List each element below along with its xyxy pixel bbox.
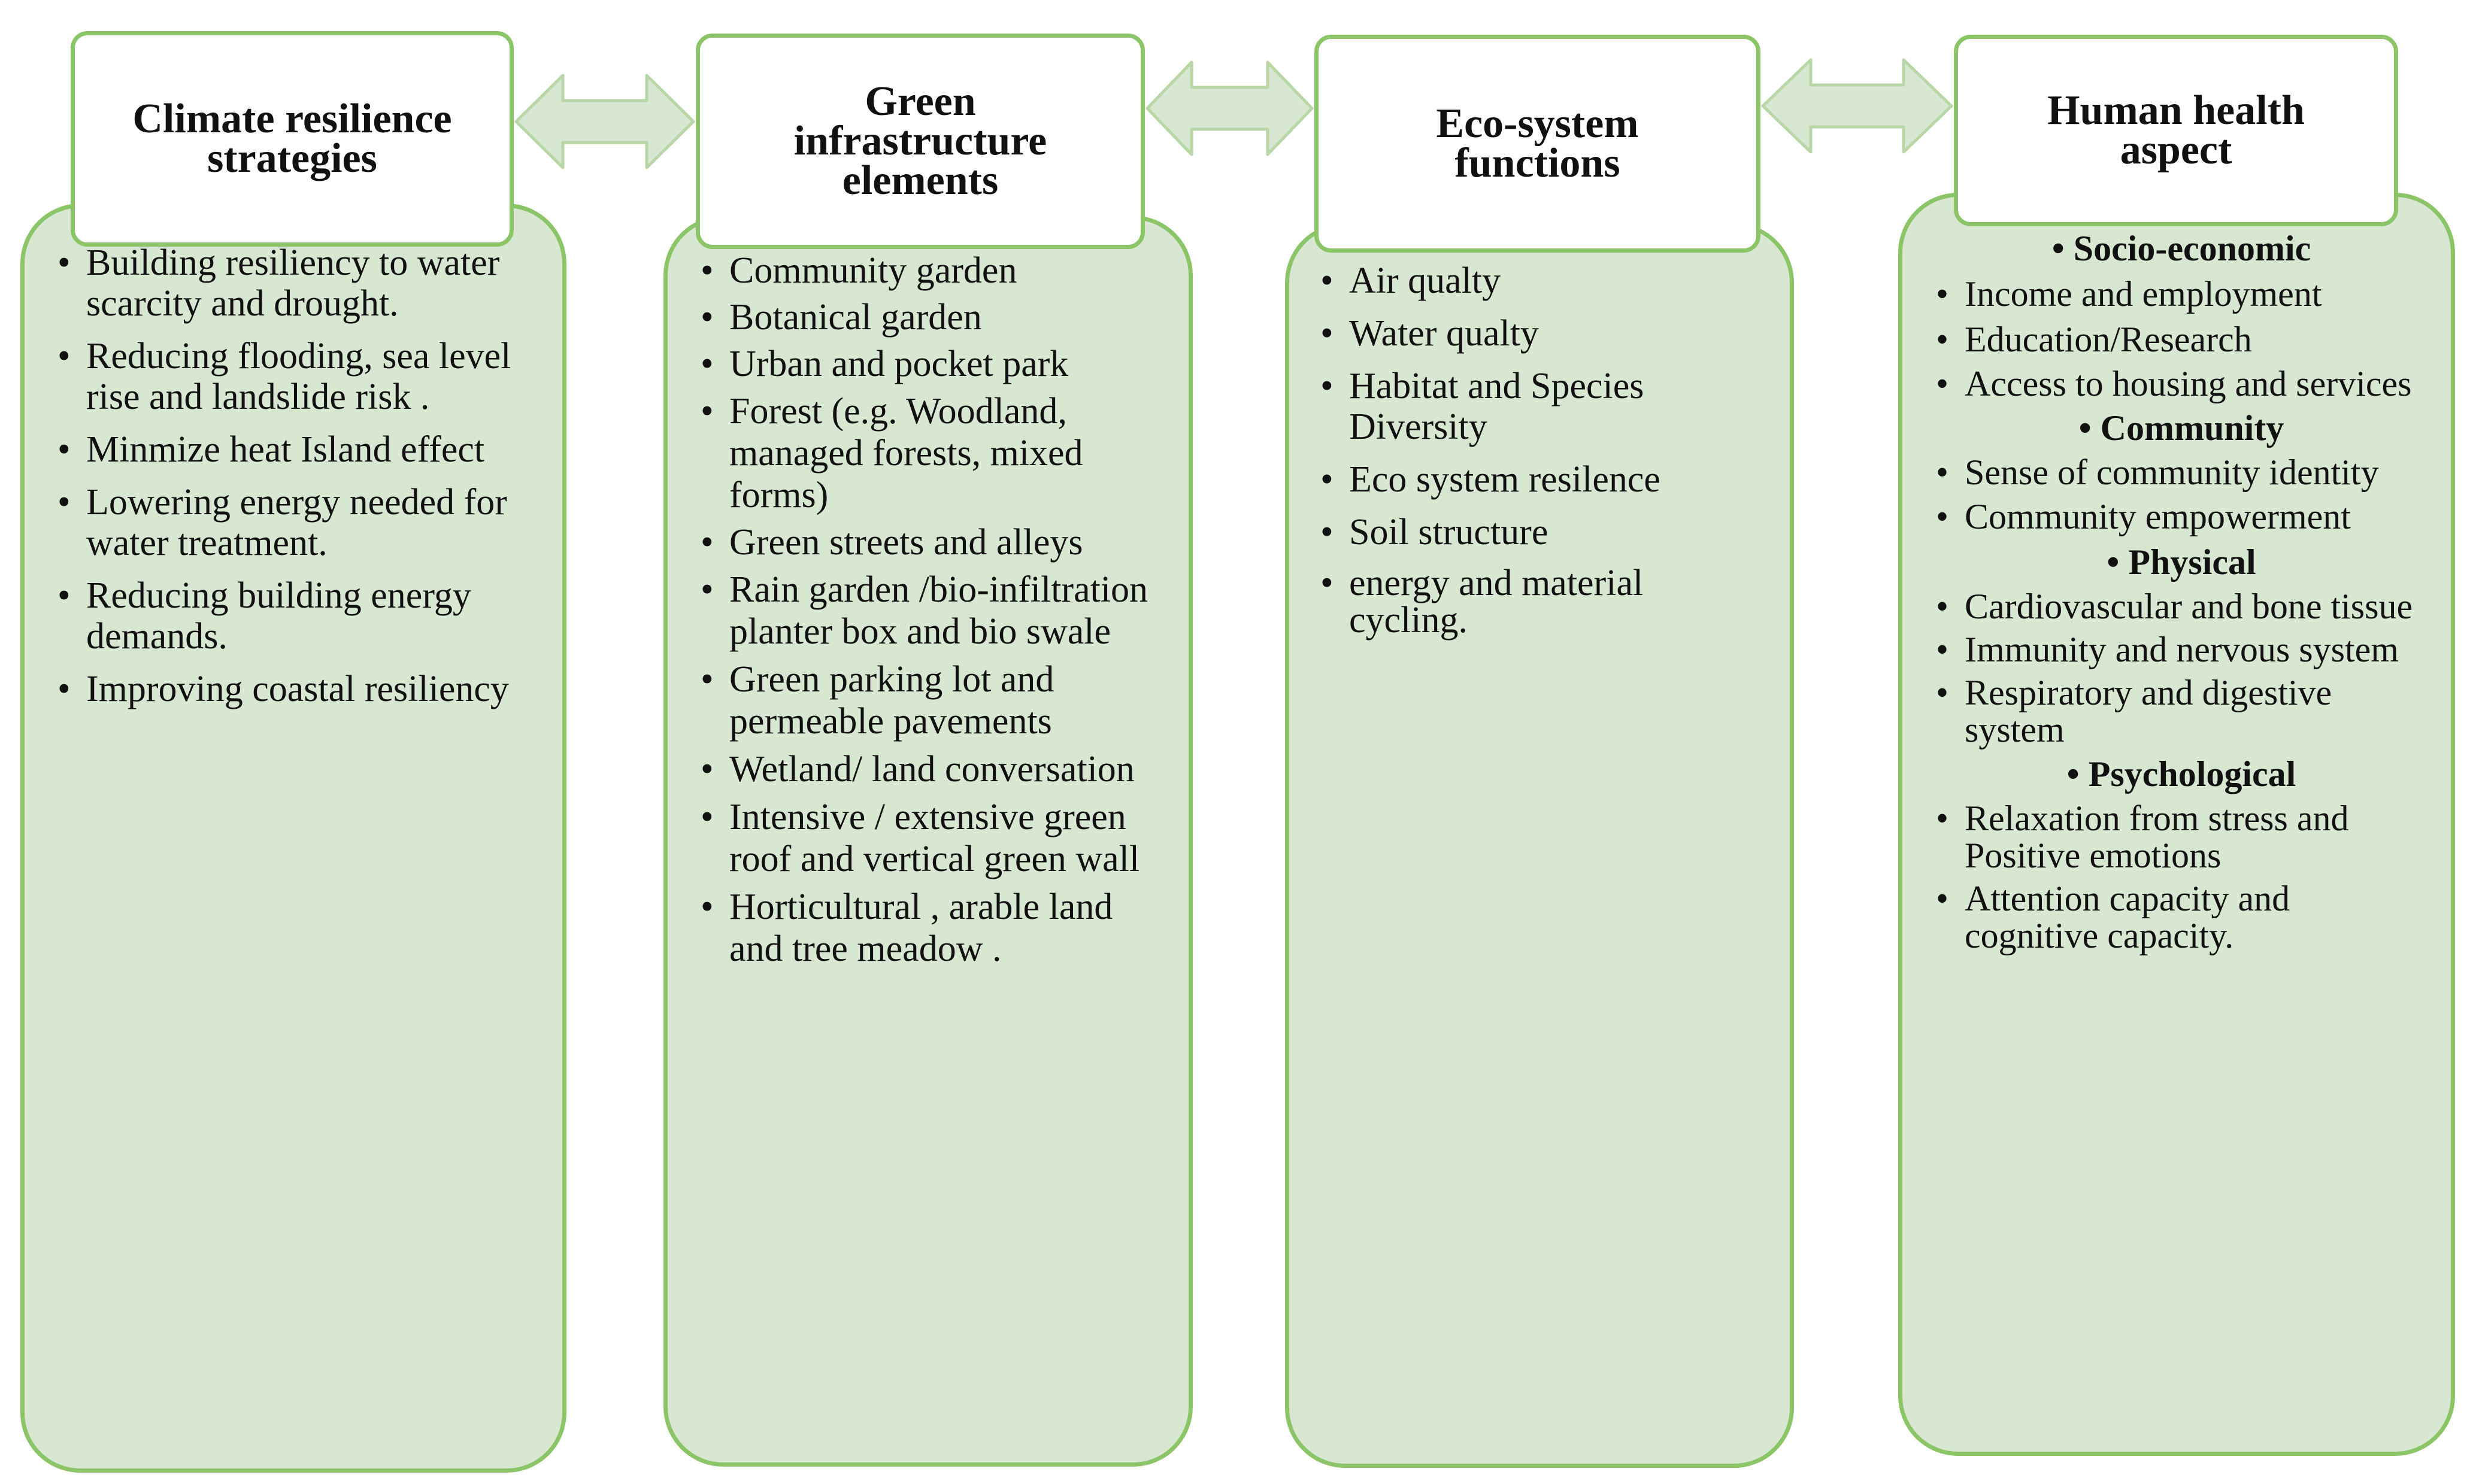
list-item: Lowering energy needed for water treatme… xyxy=(57,482,537,563)
list-item: Soil structure xyxy=(1320,512,1763,553)
list-item: Urban and pocket park xyxy=(701,344,1162,384)
list-item: Eco system resilence xyxy=(1320,459,1763,500)
list-item: Green streets and alleys xyxy=(701,522,1162,563)
list-item: Cardiovascular and bone tissue xyxy=(1936,588,2427,625)
list-item: Forest (e.g. Woodland, managed forests, … xyxy=(701,390,1162,516)
list-item: Reducing building energy demands. xyxy=(57,575,537,657)
double-arrow-shape xyxy=(1145,60,1314,156)
list-item: Education/Research xyxy=(1936,320,2427,359)
header-line: Green xyxy=(865,78,976,125)
list-item: Reducing flooding, sea level rise and la… xyxy=(57,336,537,417)
header-line: strategies xyxy=(207,135,377,181)
double-arrow-icon xyxy=(514,74,695,169)
human-health-header: Human health aspect xyxy=(1954,35,2398,226)
list-item: Attention capacity and cognitive capacit… xyxy=(1936,880,2427,954)
list-item: Access to housing and services xyxy=(1936,365,2427,402)
list-item: Community garden xyxy=(701,250,1162,291)
list-item: Respiratory and digestive system xyxy=(1936,674,2427,748)
header-line: infrastructure xyxy=(793,118,1047,164)
section-heading-psychological: Psychological xyxy=(1936,754,2427,794)
double-arrow-shape xyxy=(514,74,695,169)
list-item: Water qualty xyxy=(1320,313,1763,354)
list-item: Sense of community identity xyxy=(1936,454,2427,491)
climate-resilience-list: Building resiliency to water scarcity an… xyxy=(57,242,537,721)
header-line: functions xyxy=(1454,140,1620,186)
ecosystem-functions-header: Eco-system functions xyxy=(1314,35,1760,253)
list-item: Rain garden /bio-infiltration planter bo… xyxy=(701,569,1162,653)
climate-resilience-header: Climate resilience strategies xyxy=(71,31,514,247)
double-arrow-icon xyxy=(1145,60,1314,156)
list-item: Minmize heat Island effect xyxy=(57,429,537,470)
list-item: Immunity and nervous system xyxy=(1936,631,2427,668)
list-item: Habitat and Species Diversity xyxy=(1320,366,1763,447)
list-item: Improving coastal resiliency xyxy=(57,669,537,709)
header-line: Human health xyxy=(2047,87,2305,133)
section-heading-socio-economic: Socio-economic xyxy=(1936,229,2427,268)
list-item: Green parking lot and permeable pavement… xyxy=(701,658,1162,742)
list-item: energy and material cycling. xyxy=(1320,565,1763,639)
double-arrow-icon xyxy=(1761,58,1953,154)
human-health-list: Socio-economic Income and employment Edu… xyxy=(1936,229,2427,960)
list-item: Community empowerment xyxy=(1936,497,2427,536)
list-item: Intensive / extensive green roof and ver… xyxy=(701,796,1162,880)
list-item: Building resiliency to water scarcity an… xyxy=(57,242,537,324)
list-item: Income and employment xyxy=(1936,274,2427,314)
list-item: Air qualty xyxy=(1320,260,1763,301)
list-item: Horticultural , arable land and tree mea… xyxy=(701,886,1162,970)
list-item: Wetland/ land conversation xyxy=(701,748,1162,790)
ecosystem-functions-list: Air qualty Water qualty Habitat and Spec… xyxy=(1320,260,1763,651)
list-item: Botanical garden xyxy=(701,297,1162,338)
double-arrow-shape xyxy=(1761,58,1953,154)
header-line: aspect xyxy=(2120,127,2232,173)
section-heading-physical: Physical xyxy=(1936,542,2427,582)
green-infrastructure-list: Community garden Botanical garden Urban … xyxy=(701,250,1162,976)
header-line: Climate resilience xyxy=(132,96,452,142)
header-line: elements xyxy=(842,157,999,204)
list-item: Relaxation from stress and Positive emot… xyxy=(1936,800,2427,874)
header-line: Eco-system xyxy=(1436,101,1639,147)
section-heading-community: Community xyxy=(1936,408,2427,448)
green-infrastructure-header: Green infrastructure elements xyxy=(696,34,1145,249)
